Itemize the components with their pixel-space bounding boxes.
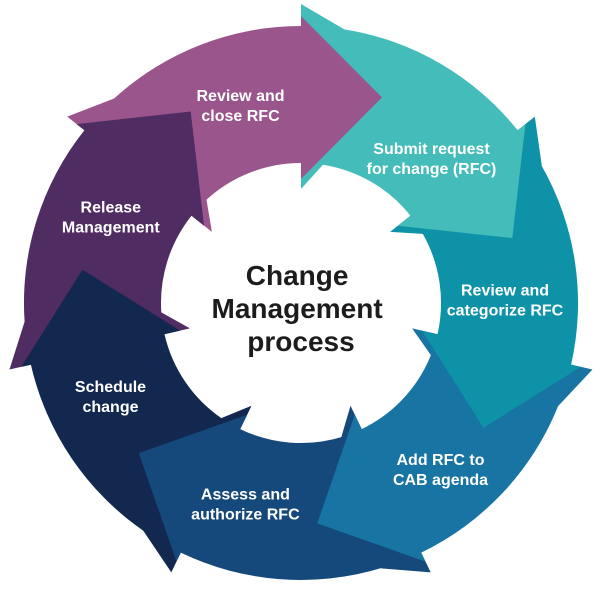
- labels-layer: Submit request for change (RFC) Review and…: [62, 88, 564, 523]
- segment-label-review-close: Review and close RFC: [196, 88, 284, 125]
- segment-label-line: for change (RFC): [367, 161, 497, 178]
- segment-label-add-rfc-cab: Add RFC to CAB agenda: [393, 452, 488, 489]
- segment-label-line: close RFC: [201, 108, 280, 125]
- segment-label-assess-authorize: Assess and authorize RFC: [191, 486, 300, 523]
- segment-label-line: Schedule: [75, 379, 146, 396]
- segment-label-line: CAB agenda: [393, 472, 488, 489]
- segment-label-line: Review and: [196, 88, 284, 105]
- segment-label-schedule-change: Schedule change: [75, 379, 146, 416]
- segment-label-line: Release: [81, 199, 142, 216]
- center-title-line-3: process: [247, 326, 354, 357]
- arrow-review-close-head: [301, 16, 382, 179]
- center-title: Change Management process: [212, 260, 391, 357]
- segment-label-line: Management: [62, 219, 160, 236]
- center-title-line-1: Change: [246, 260, 349, 291]
- segment-label-submit-rfc: Submit request for change (RFC): [367, 141, 497, 178]
- segment-label-review-categorize: Review and categorize RFC: [447, 282, 564, 319]
- segment-label-line: Submit request: [373, 141, 490, 158]
- arrow-release-management: [9, 111, 204, 370]
- segment-label-line: categorize RFC: [447, 302, 564, 319]
- arrow-submit-rfc: [301, 4, 526, 239]
- center-title-line-2: Management: [212, 293, 383, 324]
- segment-label-line: Add RFC to: [397, 452, 485, 469]
- arrows-layer: [9, 4, 593, 581]
- segment-label-line: Review and: [461, 282, 549, 299]
- segment-label-line: change: [82, 399, 138, 416]
- segment-label-line: Assess and: [201, 486, 290, 503]
- segment-label-line: authorize RFC: [191, 506, 300, 523]
